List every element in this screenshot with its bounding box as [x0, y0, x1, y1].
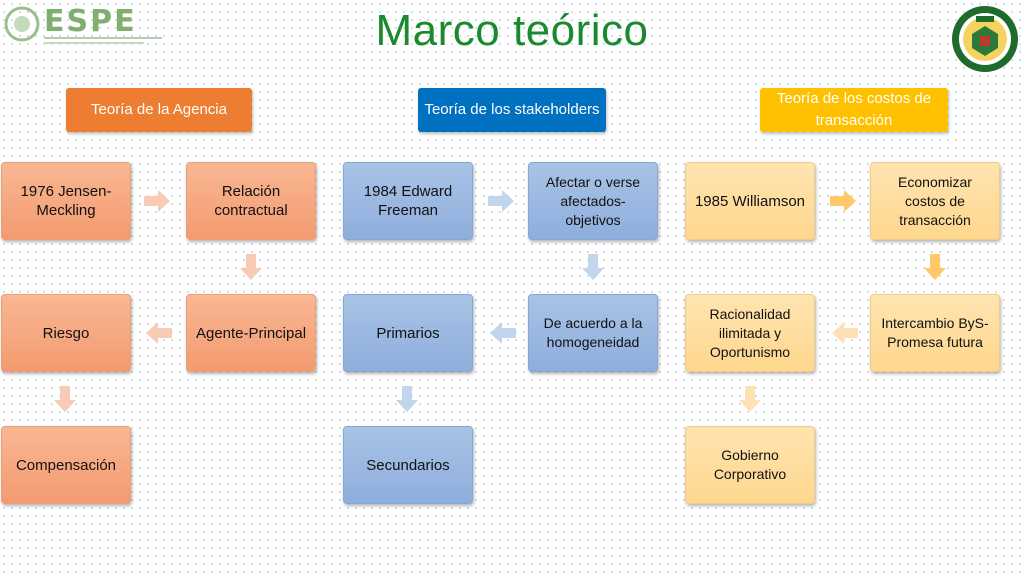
arrow-down-icon — [739, 386, 761, 412]
box-racionalidad: Racionalidad ilimitada y Oportunismo — [685, 294, 815, 372]
header-agencia: Teoría de la Agencia — [66, 88, 252, 132]
box-homogeneidad: De acuerdo a la homogeneidad — [528, 294, 658, 372]
box-agente: Agente-Principal — [186, 294, 316, 372]
box-economizar: Economizar costos de transacción — [870, 162, 1000, 240]
espe-seal-icon — [952, 6, 1018, 72]
arrow-down-icon — [582, 254, 604, 280]
arrow-left-icon — [146, 322, 172, 344]
box-intercambio: Intercambio ByS-Promesa futura — [870, 294, 1000, 372]
box-compensacion: Compensación — [1, 426, 131, 504]
arrow-right-icon — [488, 190, 514, 212]
espe-logo-icon — [4, 6, 40, 42]
box-gobierno: Gobierno Corporativo — [685, 426, 815, 504]
arrow-down-icon — [396, 386, 418, 412]
box-secundarios: Secundarios — [343, 426, 473, 504]
arrow-left-icon — [490, 322, 516, 344]
box-primarios: Primarios — [343, 294, 473, 372]
box-riesgo: Riesgo — [1, 294, 131, 372]
box-jensen: 1976 Jensen-Meckling — [1, 162, 131, 240]
espe-logo: ESPE — [4, 4, 164, 44]
header-stakeholders: Teoría de los stakeholders — [418, 88, 606, 132]
logo-text: ESPE — [44, 4, 137, 39]
header-costos: Teoría de los costos de transacción — [760, 88, 948, 132]
box-relacion: Relación contractual — [186, 162, 316, 240]
arrow-right-icon — [830, 190, 856, 212]
page-title: Marco teórico — [375, 6, 649, 55]
arrow-right-icon — [144, 190, 170, 212]
box-williamson: 1985 Williamson — [685, 162, 815, 240]
box-afectar: Afectar o verse afectados-objetivos — [528, 162, 658, 240]
arrow-down-icon — [240, 254, 262, 280]
arrow-down-icon — [54, 386, 76, 412]
arrow-left-icon — [832, 322, 858, 344]
arrow-down-icon — [924, 254, 946, 280]
box-freeman: 1984 Edward Freeman — [343, 162, 473, 240]
